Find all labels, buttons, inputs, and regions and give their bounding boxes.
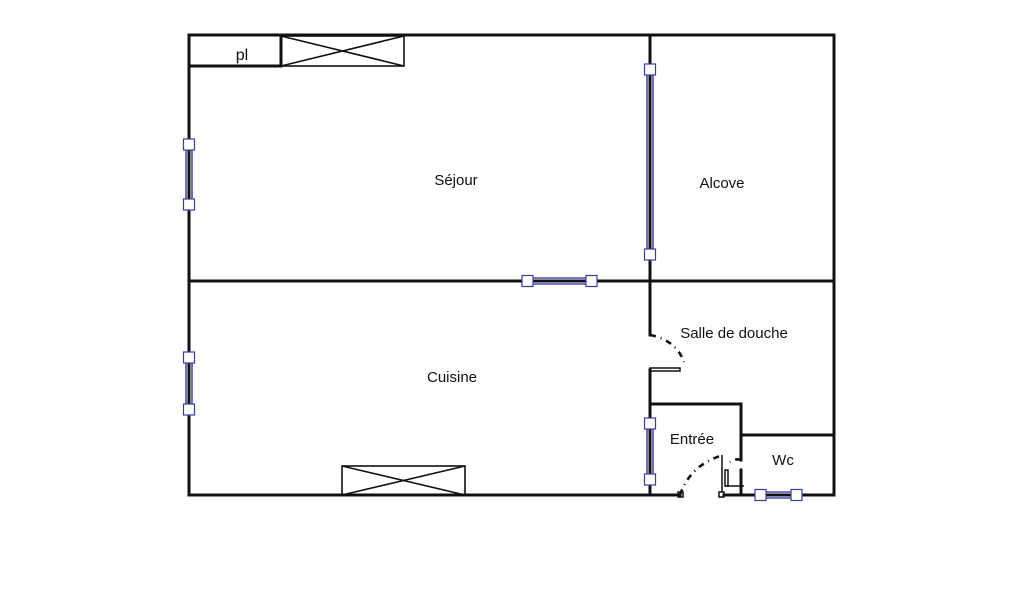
window-entree-partition bbox=[643, 417, 657, 486]
room-label-sejour: Séjour bbox=[434, 172, 477, 189]
window-alcove-partition bbox=[643, 63, 657, 261]
door-entree bbox=[677, 454, 725, 498]
door-wc bbox=[724, 458, 744, 487]
door-salle-de-douche bbox=[649, 333, 686, 372]
room-label-alcove: Alcove bbox=[699, 175, 744, 192]
room-label-cuisine: Cuisine bbox=[427, 369, 477, 386]
window-cuisine-left bbox=[182, 351, 196, 416]
duct-bottom bbox=[341, 465, 466, 496]
window-sejour-cuisine bbox=[521, 274, 598, 288]
duct-top bbox=[280, 35, 405, 67]
room-label-wc: Wc bbox=[772, 452, 794, 469]
window-sejour-left bbox=[182, 138, 196, 211]
room-label-placard: pl bbox=[236, 47, 248, 64]
room-label-salle-de-douche: Salle de douche bbox=[680, 325, 788, 342]
window-wc-bottom bbox=[754, 488, 803, 502]
interior-walls bbox=[187, 33, 836, 497]
room-label-entree: Entrée bbox=[670, 431, 714, 448]
exterior-walls bbox=[187, 33, 836, 497]
